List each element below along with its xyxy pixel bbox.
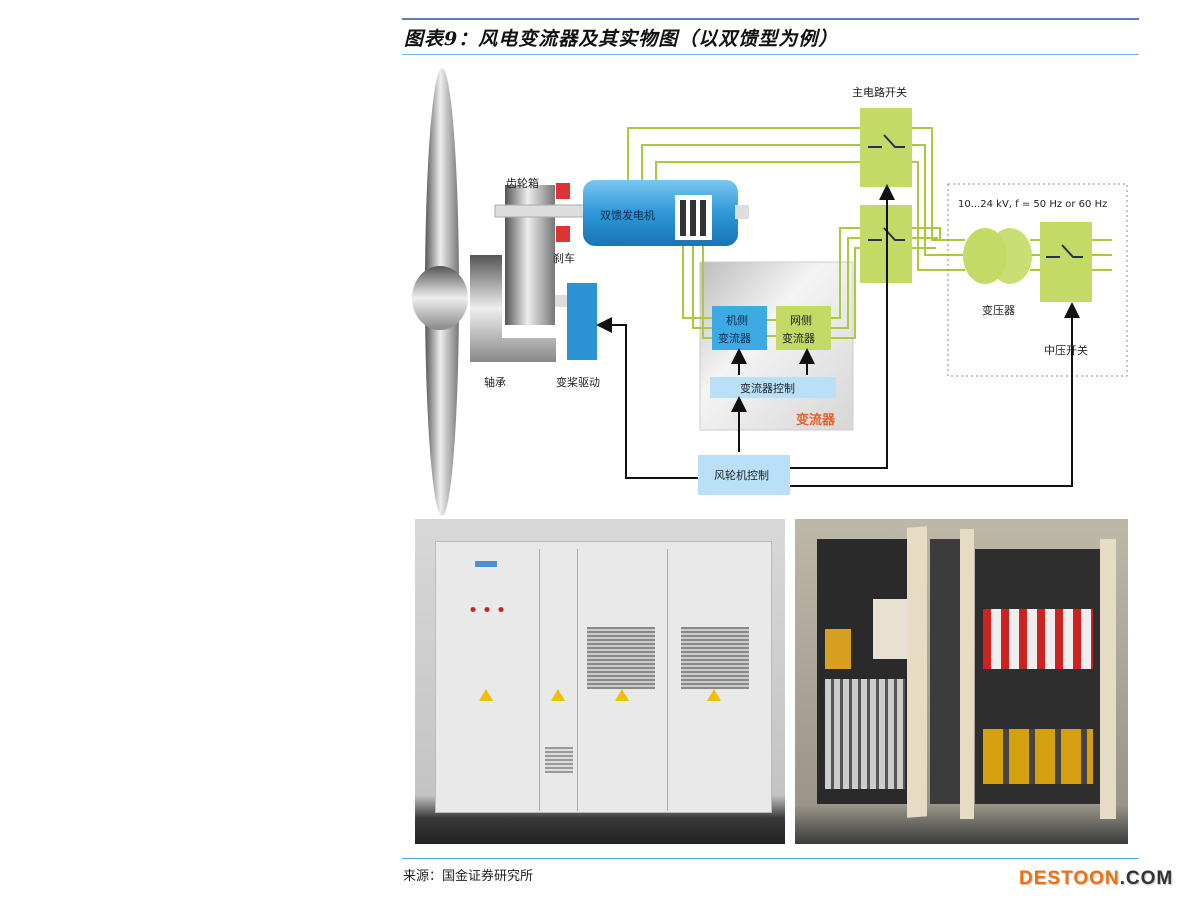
converter-cabinet-photo-closed (415, 519, 785, 844)
watermark-logo: DESTOON.COM (1019, 868, 1173, 890)
voltage-label: 10...24 kV, f = 50 Hz or 60 Hz (958, 199, 1107, 210)
generator-label: 双馈发电机 (600, 208, 655, 222)
converter-label: 变流器 (796, 412, 836, 428)
vent-grille-2 (681, 627, 749, 689)
warning-sign (615, 689, 629, 701)
watermark-text-a: DESTOON (1019, 868, 1120, 889)
main-circuit-switch (860, 108, 912, 187)
bearing (470, 255, 556, 362)
title-bottom-rule (402, 54, 1139, 55)
turbine-control (698, 455, 790, 495)
footer-rule (402, 858, 1139, 859)
gearbox-label: 齿轮箱 (506, 176, 539, 190)
mv-switch (1040, 222, 1092, 302)
bearing-label: 轴承 (484, 375, 506, 389)
converter-cabinet-photo-open (795, 519, 1128, 844)
indicator-lights (467, 607, 507, 612)
machine-side-label-2: 变流器 (718, 331, 751, 345)
source-note: 来源：国金证券研究所 (403, 869, 534, 884)
brake-label: 刹车 (553, 251, 575, 265)
warning-sign (707, 689, 721, 701)
vent-grille-3 (545, 747, 573, 773)
grid-side-label-1: 网侧 (790, 314, 812, 327)
warning-sign (551, 689, 565, 701)
power-lines (627, 127, 1112, 339)
title-top-rule (402, 18, 1139, 20)
grid-connection-box (947, 183, 1128, 377)
watermark-text-b: .COM (1119, 868, 1174, 889)
machine-side-converter (712, 306, 767, 350)
converter-control-label: 变流器控制 (740, 381, 795, 395)
main-circuit-switch-label: 主电路开关 (852, 85, 907, 99)
pitch-drive-label: 变桨驱动 (556, 375, 600, 389)
warning-sign (479, 689, 493, 701)
transformer-coil-2 (988, 228, 1032, 284)
brake-top (556, 183, 570, 199)
mv-switch-label: 中压开关 (1044, 343, 1088, 357)
figure-title: 图表9：风电变流器及其实物图（以双馈型为例） (404, 28, 839, 50)
rotor-hub (412, 266, 468, 330)
vent-grille-1 (587, 627, 655, 689)
grid-side-label-2: 变流器 (782, 331, 815, 345)
delta-logo (475, 561, 497, 567)
transformer-label: 变压器 (982, 303, 1015, 317)
turbine-control-label: 风轮机控制 (714, 468, 769, 482)
wind-converter-diagram: 齿轮箱 刹车 双馈发电机 轴承 变桨驱动 机侧 变流器 网侧 变流器 变流器控制… (412, 68, 1128, 516)
grid-side-converter (776, 306, 831, 350)
pitch-drive (567, 283, 597, 360)
brake-bottom (556, 226, 570, 242)
machine-side-label-1: 机侧 (726, 313, 748, 327)
converter-control (710, 377, 836, 398)
